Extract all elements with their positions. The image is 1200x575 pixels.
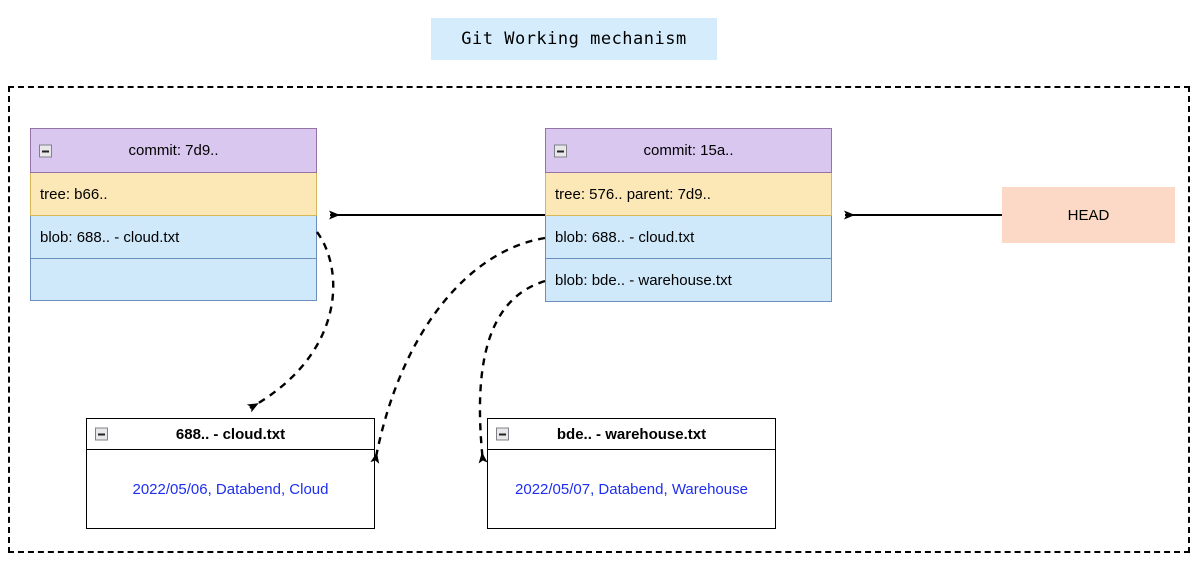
blob-cloud-title-bar: 688.. - cloud.txt	[87, 419, 374, 450]
collapse-minus-icon[interactable]	[554, 144, 567, 157]
commit-7d9-blob-row-2	[30, 259, 317, 301]
head-pointer-box[interactable]: HEAD	[1002, 187, 1175, 243]
collapse-minus-icon[interactable]	[95, 427, 108, 441]
commit-15a-blob-row-2: blob: bde.. - warehouse.txt	[545, 259, 832, 302]
commit-7d9-blob-label-1: blob: 688.. - cloud.txt	[40, 228, 180, 246]
commit-15a-blob-label-2: blob: bde.. - warehouse.txt	[555, 271, 732, 289]
blob-warehouse-title-bar: bde.. - warehouse.txt	[488, 419, 775, 450]
commit-7d9-header: commit: 7d9..	[30, 128, 317, 173]
blob-object-warehouse-txt[interactable]: bde.. - warehouse.txt 2022/05/07, Databe…	[487, 418, 776, 529]
commit-7d9-header-label: commit: 7d9..	[128, 142, 219, 159]
head-label: HEAD	[1067, 206, 1110, 224]
commit-object-7d9[interactable]: commit: 7d9.. tree: b66.. blob: 688.. - …	[30, 128, 317, 301]
commit-15a-header: commit: 15a..	[545, 128, 832, 173]
commit-7d9-tree-row: tree: b66..	[30, 173, 317, 216]
commit-15a-tree-label: tree: 576.. parent: 7d9..	[555, 185, 711, 203]
commit-7d9-tree-label: tree: b66..	[40, 185, 108, 203]
collapse-minus-icon[interactable]	[496, 427, 509, 441]
blob-cloud-content: 2022/05/06, Databend, Cloud	[132, 480, 329, 498]
commit-15a-blob-row-1: blob: 688.. - cloud.txt	[545, 216, 832, 259]
commit-15a-tree-row: tree: 576.. parent: 7d9..	[545, 173, 832, 216]
diagram-title-text: Git Working mechanism	[461, 29, 687, 49]
collapse-minus-icon[interactable]	[39, 144, 52, 157]
commit-15a-blob-label-1: blob: 688.. - cloud.txt	[555, 228, 695, 246]
repository-frame	[8, 86, 1190, 553]
blob-warehouse-title-label: bde.. - warehouse.txt	[556, 425, 707, 443]
commit-7d9-blob-row-1: blob: 688.. - cloud.txt	[30, 216, 317, 259]
diagram-title-banner: Git Working mechanism	[431, 18, 717, 60]
blob-warehouse-content: 2022/05/07, Databend, Warehouse	[515, 480, 748, 498]
blob-cloud-title-label: 688.. - cloud.txt	[175, 425, 286, 443]
blob-object-cloud-txt[interactable]: 688.. - cloud.txt 2022/05/06, Databend, …	[86, 418, 375, 529]
commit-15a-header-label: commit: 15a..	[643, 142, 734, 159]
commit-object-15a[interactable]: commit: 15a.. tree: 576.. parent: 7d9.. …	[545, 128, 832, 302]
